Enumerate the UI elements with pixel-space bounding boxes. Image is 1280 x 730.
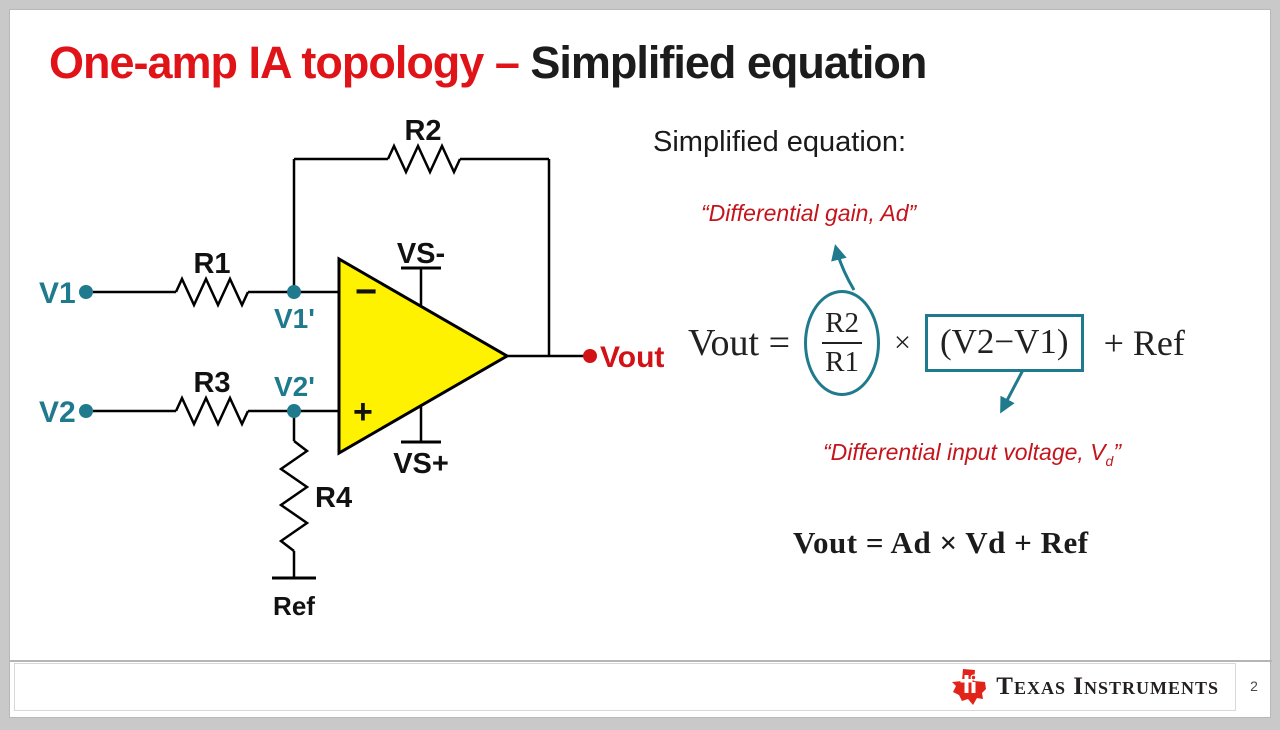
vd-annotation-subscript: d [1105,453,1114,469]
main-equation: Vout = R2 R1 × (V2−V1) + Ref [688,288,1185,398]
footer-bar: Texas Instruments [14,663,1236,711]
footer-divider [10,660,1272,662]
fraction-denominator: R1 [825,346,859,378]
label-v2-prime: V2' [274,371,315,402]
circuit-diagram: − + V1 V2 V1' V2' R1 R2 R3 R4 VS- VS+ Vo… [39,115,1025,621]
label-vs-minus: VS- [397,238,445,270]
v1-terminal-dot [79,285,93,299]
opamp-minus-sign: − [355,271,377,313]
label-vout: Vout [600,341,664,374]
circuit-wires [93,157,590,578]
plus-ref-term: + Ref [1103,323,1185,363]
vd-arrow [1000,369,1025,414]
gain-ellipse: R2 R1 [804,290,881,396]
ti-logo-icon [952,669,987,705]
equation-lhs: Vout = [688,322,791,364]
label-v2: V2 [39,396,76,429]
vd-annotation-close-quote: ” [1113,439,1122,465]
vout-node-dot [583,349,597,363]
resistor-r2 [386,143,462,175]
label-r1: R1 [193,248,230,280]
gain-fraction: R2 R1 [822,307,863,378]
slide-title: One-amp IA topology – Simplified equatio… [49,37,927,89]
resistor-r3 [174,395,250,427]
circuit-bars [272,266,441,580]
v2-terminal-dot [79,404,93,418]
label-r2: R2 [404,115,441,147]
label-r3: R3 [193,367,230,399]
v2-prime-node-dot [287,404,301,418]
fraction-bar [822,342,863,344]
vd-annotation: “Differential input voltage, Vd” [823,439,1122,469]
label-vs-plus: VS+ [393,448,449,480]
equation-heading: Simplified equation: [653,126,907,158]
label-v1-prime: V1' [274,303,315,334]
label-r4: R4 [315,482,352,514]
fraction-numerator: R2 [825,307,859,339]
opamp-triangle [337,256,510,456]
opamp-plus-sign: + [353,393,373,431]
resistor-r1 [174,276,250,308]
simplified-equation: Vout = Ad × Vd + Ref [793,525,1089,560]
vd-box: (V2−V1) [924,314,1084,372]
page-number: 2 [1250,678,1258,694]
ti-wordmark: Texas Instruments [996,673,1219,700]
resistor-r4 [278,440,310,552]
times-sign: × [894,326,911,359]
title-topic: One-amp IA topology – [49,37,531,88]
label-v1: V1 [39,277,76,310]
gain-annotation: “Differential gain, Ad” [701,200,917,226]
vd-annotation-text: “Differential input voltage, V [823,439,1106,465]
slide: One-amp IA topology – Simplified equatio… [9,9,1272,718]
resistors [174,143,462,552]
label-ref: Ref [273,591,315,621]
gain-arrow [831,244,856,291]
v1-prime-node-dot [287,285,301,299]
title-subtitle: Simplified equation [530,37,927,88]
